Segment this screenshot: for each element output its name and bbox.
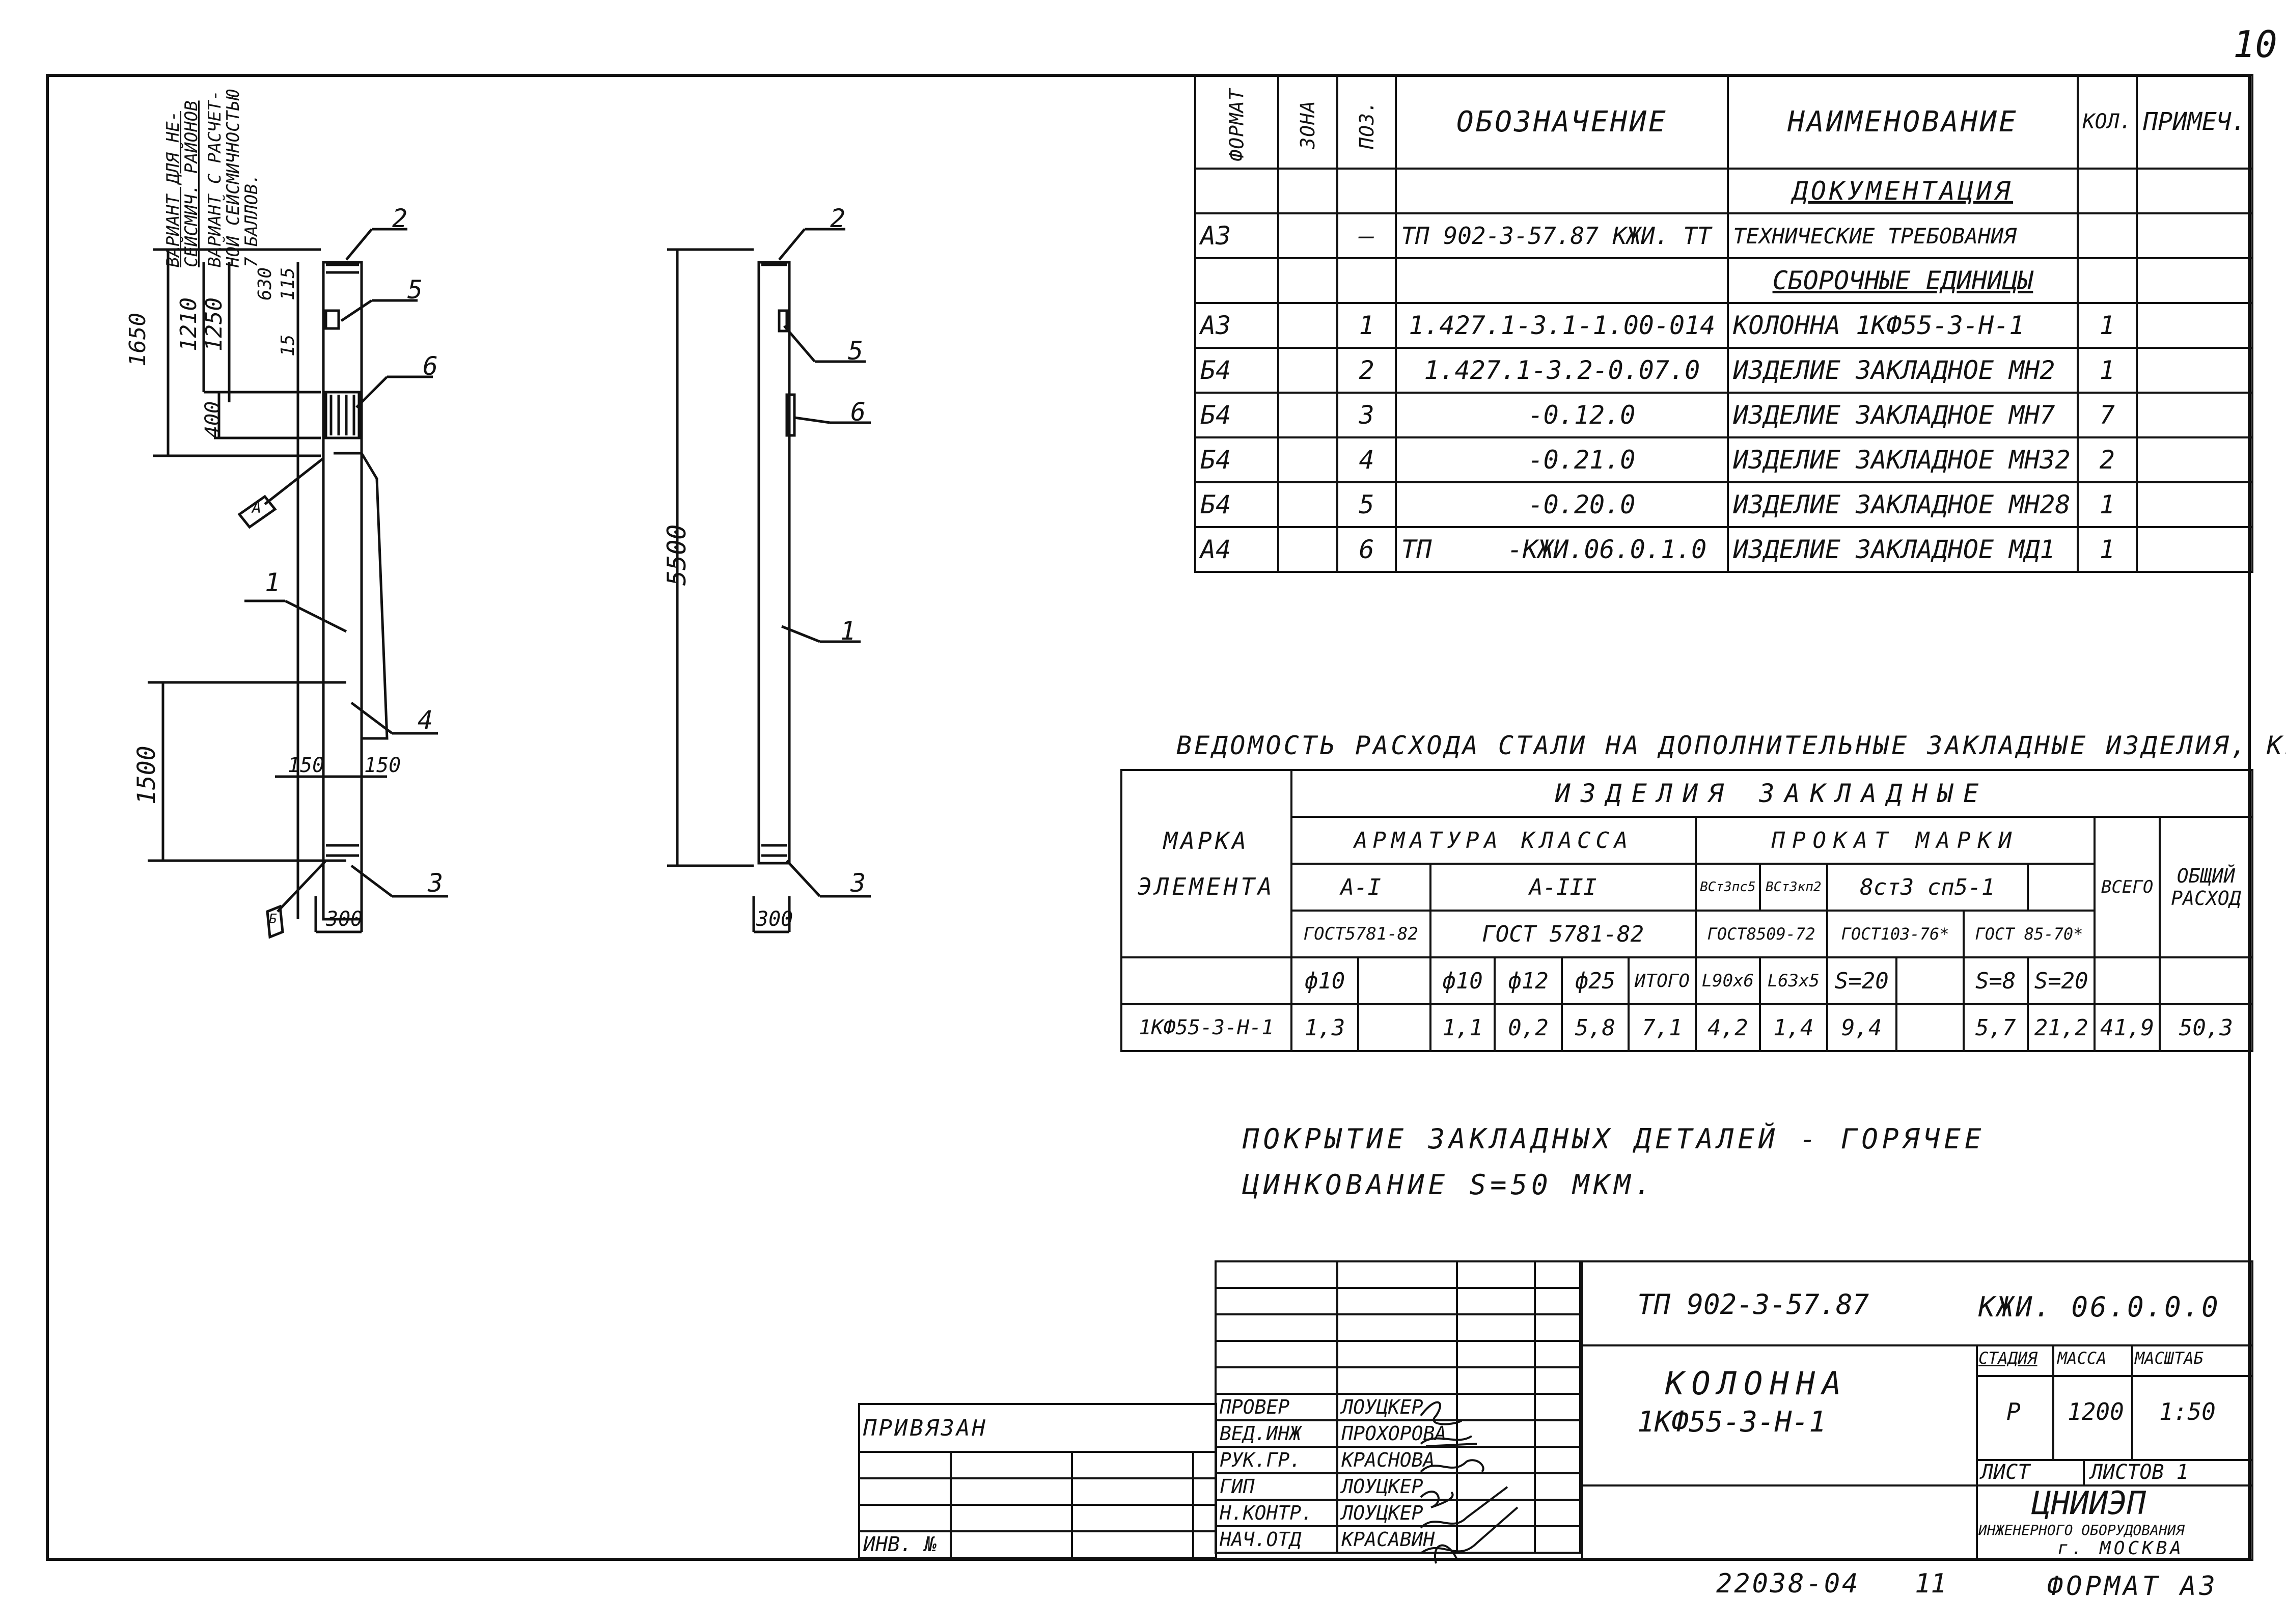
spec-section-docs: ДОКУМЕНТАЦИЯ [1727,168,2079,214]
dim-300-right: 300 [756,907,793,931]
steel-consumption-table: МАРКА ЭЛЕМЕНТА ИЗДЕЛИЯ ЗАКЛАДНЫЕ АРМАТУР… [1120,769,2254,1052]
specification-table: ФОРМАТ ЗОНА ПОЗ. ОБОЗНАЧЕНИЕ НАИМЕНОВАНИ… [1194,74,2254,573]
document-code: КЖИ. 06.0.0.0 [1978,1291,2220,1323]
stage-value: Р [2006,1398,2021,1425]
callout-1-left: 1 [265,568,281,597]
spec-header-note: ПРИМЕЧ. [2135,74,2254,170]
steel-table-title: ВЕДОМОСТЬ РАСХОДА СТАЛИ НА ДОПОЛНИТЕЛЬНЫ… [1176,731,2286,760]
format-label: ФОРМАТ А3 [2047,1571,2218,1602]
sheet-label: ЛИСТ [1981,1461,2030,1484]
spec-header-row: ФОРМАТ ЗОНА ПОЗ. ОБОЗНАЧЕНИЕ НАИМЕНОВАНИ… [1194,74,2254,170]
signature-row: РУК.ГР.КРАСНОВА [1214,1446,1581,1474]
stage-label: СТАДИЯ [1978,1348,2037,1368]
spec-section-row: ДОКУМЕНТАЦИЯ [1194,168,2254,214]
spec-header-designation: ОБОЗНАЧЕНИЕ [1395,74,1729,170]
seismic-variant-note: ВАРИАНТ ДЛЯ НЕ- СЕЙСМИЧ. РАЙОНОВ ВАРИАНТ… [163,74,285,267]
steel-header-group: ИЗДЕЛИЯ ЗАКЛАДНЫЕ [1290,769,2254,818]
scale-label: МАСШТАБ [2135,1348,2204,1368]
callout-3-left: 3 [428,868,444,898]
spec-row: Б4 2 1.427.1-3.2-0.07.0 ИЗДЕЛИЕ ЗАКЛАДНО… [1194,347,2254,394]
spec-header-qty: КОЛ. [2076,74,2138,170]
dim-115: 115 [278,267,298,300]
dim-15: 15 [278,334,298,356]
detail-marker-b: Б [269,912,277,927]
steel-header-mark: МАРКА ЭЛЕМЕНТА [1120,769,1292,958]
spec-header-pos: ПОЗ. [1336,74,1397,170]
seismic-note-line-1: ВАРИАНТ ДЛЯ НЕ- [163,111,183,267]
handwritten-signatures [1420,1401,1519,1564]
right-column-outline [757,261,791,865]
spec-row: Б4 4 -0.21.0 ИЗДЕЛИЕ ЗАКЛАДНОЕ МН32 2 [1194,436,2254,483]
spec-section-assemblies: СБОРОЧНЫЕ ЕДИНИЦЫ [1727,257,2079,304]
scale-value: 1:50 [2159,1398,2216,1425]
spec-header-zone: ЗОНА [1277,74,1338,170]
spec-header-name: НАИМЕНОВАНИЕ [1727,74,2079,170]
object-name-line-1: КОЛОННА [1665,1365,1849,1402]
inventory-label: ИНВ. № [858,1530,952,1559]
seismic-note-line-3: ВАРИАНТ С РАСЧЕТ- [205,90,225,267]
bound-label: ПРИВЯЗАН [858,1403,1217,1453]
org-subtitle: ИНЖЕНЕРНОГО ОБОРУДОВАНИЯ [1978,1522,2185,1538]
callout-6-left: 6 [423,351,438,381]
spec-doc-row: А3 – ТП 902-3-57.87 КЖИ. ТТ ТЕХНИЧЕСКИЕ … [1194,212,2254,259]
steel-row-mark: 1КФ55-3-Н-1 [1120,1003,1292,1052]
coating-note-line-1: ПОКРЫТИЕ ЗАКЛАДНЫХ ДЕТАЛЕЙ - ГОРЯЧЕЕ [1243,1123,1986,1155]
spec-row: Б4 3 -0.12.0 ИЗДЕЛИЕ ЗАКЛАДНОЕ МН7 7 [1194,392,2254,438]
spec-row: А3 1 1.427.1-3.1-1.00-014 КОЛОННА 1КФ55-… [1194,302,2254,349]
detail-marker-a: А [252,499,262,517]
steel-header-rolled: ПРОКАТ МАРКИ [1694,816,2096,865]
steel-header-total-rolled: ВСЕГО [2094,816,2161,958]
callout-4-left: 4 [418,705,433,735]
page-number: 10 [2233,23,2277,66]
org-city: г. МОСКВА [2057,1538,2185,1559]
dim-630: 630 [255,267,276,300]
spec-section-row: СБОРОЧНЫЕ ЕДИНИЦЫ [1194,257,2254,304]
mass-label: МАССА [2057,1348,2107,1368]
mass-value: 1200 [2068,1398,2124,1425]
sheets-label: ЛИСТОВ 1 [2090,1461,2189,1484]
coating-note-line-2: ЦИНКОВАНИЕ S=50 МКМ. [1243,1169,1656,1201]
callout-6-right: 6 [850,397,866,427]
dim-5500: 5500 [662,524,692,586]
dim-1650: 1650 [125,313,151,367]
callout-2-left: 2 [392,204,408,233]
dim-400: 400 [201,401,225,438]
left-column-outline [322,261,363,921]
object-name-line-2: 1КФ55-3-Н-1 [1637,1406,1826,1439]
steel-header-total: ОБЩИЙ РАСХОД [2158,816,2254,958]
callout-2-right: 2 [830,204,846,233]
org-name: ЦНИИЭП [2032,1484,2146,1522]
callout-3-right: 3 [850,868,866,898]
spec-header-format: ФОРМАТ [1194,74,1280,170]
steel-header-armature: АРМАТУРА КЛАССА [1290,816,1697,865]
callout-1-right: 1 [840,616,856,646]
project-code: ТП 902-3-57.87 [1637,1288,1869,1320]
spec-row: А4 6 ТП-КЖИ.06.0.1.0 ИЗДЕЛИЕ ЗАКЛАДНОЕ М… [1194,526,2254,573]
callout-5-left: 5 [407,275,423,305]
title-block [1581,1260,2253,1561]
binding-grid: ПРИВЯЗАН ИНВ. № [858,1403,1217,1559]
dim-300-left: 300 [326,907,363,931]
dim-1250: 1250 [201,297,227,351]
seismic-note-line-2: СЕЙСМИЧ. РАЙОНОВ [181,100,202,267]
callout-5-right: 5 [848,336,864,366]
column-elevation-drawing [148,228,871,939]
footer-number: 22038-04 [1716,1568,1860,1599]
dim-150-left: 150 [288,754,325,777]
spec-row: Б4 5 -0.20.0 ИЗДЕЛИЕ ЗАКЛАДНОЕ МН28 1 [1194,481,2254,528]
dim-150-right: 150 [364,754,401,777]
footer-sheet: 11 [1915,1568,1947,1599]
dim-1210: 1210 [176,297,202,351]
seismic-note-line-5: 7 БАЛЛОВ. [241,173,262,267]
dim-1500: 1500 [132,746,161,805]
seismic-note-line-4: НОЙ СЕЙСМИЧНОСТЬЮ [223,90,243,267]
